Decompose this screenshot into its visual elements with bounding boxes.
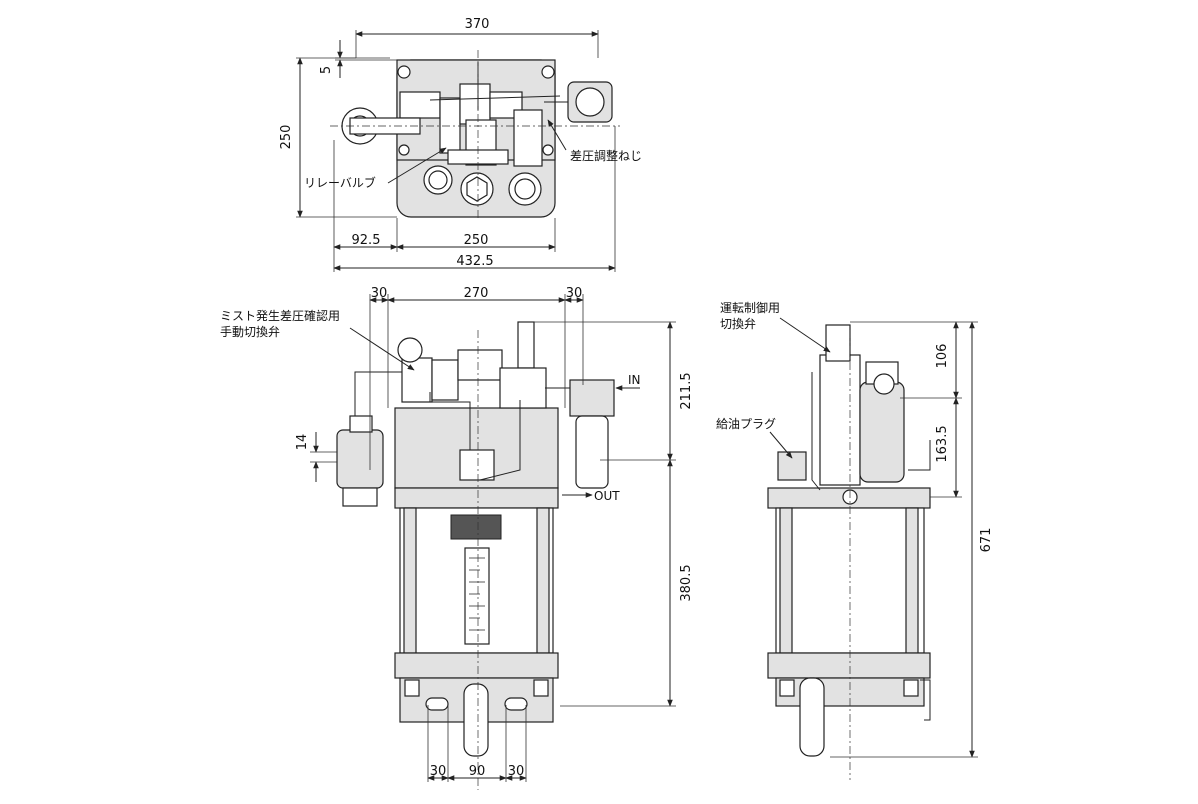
side-view: 運転制御用 切換弁 給油プラグ 106 163.5 671 — [716, 300, 994, 780]
dim-front-upper: 211.5 — [679, 372, 694, 409]
left-filter — [336, 429, 384, 489]
bolt-head — [397, 65, 411, 79]
side-filter — [859, 381, 905, 483]
control-valve — [517, 321, 535, 369]
dim-front-right: 30 — [566, 286, 583, 301]
label-diff-adjust-screw: 差圧調整ねじ — [570, 148, 642, 163]
level-gauge — [464, 547, 490, 645]
side-tank — [775, 507, 925, 654]
dim-bottom-right: 30 — [508, 764, 525, 779]
dim-side-top: 106 — [935, 344, 950, 369]
label-control-valve-line2: 切換弁 — [720, 316, 756, 331]
dim-top-width: 370 — [465, 17, 490, 32]
side-drain — [799, 677, 825, 757]
dim-side-total: 671 — [979, 528, 994, 553]
front-view: IN OUT 30 270 30 14 211.5 380.5 — [220, 286, 694, 790]
label-control-valve-line1: 運転制御用 — [720, 300, 780, 315]
dim-total-width: 432.5 — [456, 254, 493, 269]
drain — [463, 683, 489, 757]
dim-body-width: 250 — [464, 233, 489, 248]
label-relay-valve: リレーバルブ — [304, 175, 376, 190]
base-plate — [394, 652, 559, 679]
dim-gap: 5 — [319, 66, 334, 74]
dim-front-left: 30 — [371, 286, 388, 301]
label-out: OUT — [594, 489, 620, 503]
dim-front-lower: 380.5 — [679, 564, 694, 601]
dim-front-mid: 270 — [464, 286, 489, 301]
dim-port: 14 — [295, 434, 310, 451]
oil-plug — [777, 451, 807, 481]
top-view: 370 5 250 92.5 250 432.5 リレーバルブ 差圧調整ねじ — [279, 17, 642, 272]
pressure-gauge — [397, 337, 423, 363]
label-oil-plug: 給油プラグ — [716, 417, 776, 431]
dim-offset: 92.5 — [352, 233, 381, 248]
filter-regulator — [569, 379, 615, 417]
side-control-valve — [825, 324, 851, 362]
bolt-head — [541, 65, 555, 79]
dim-bottom-mid: 90 — [469, 764, 486, 779]
dim-bottom-left: 30 — [430, 764, 447, 779]
label-in: IN — [628, 373, 641, 387]
dim-side-mid: 163.5 — [935, 425, 950, 462]
label-manual-valve-line2: 手動切換弁 — [220, 324, 280, 339]
dim-top-height: 250 — [279, 125, 294, 150]
relay-valve-block — [399, 91, 441, 119]
label-manual-valve-line1: ミスト発生差圧確認用 — [220, 308, 340, 323]
